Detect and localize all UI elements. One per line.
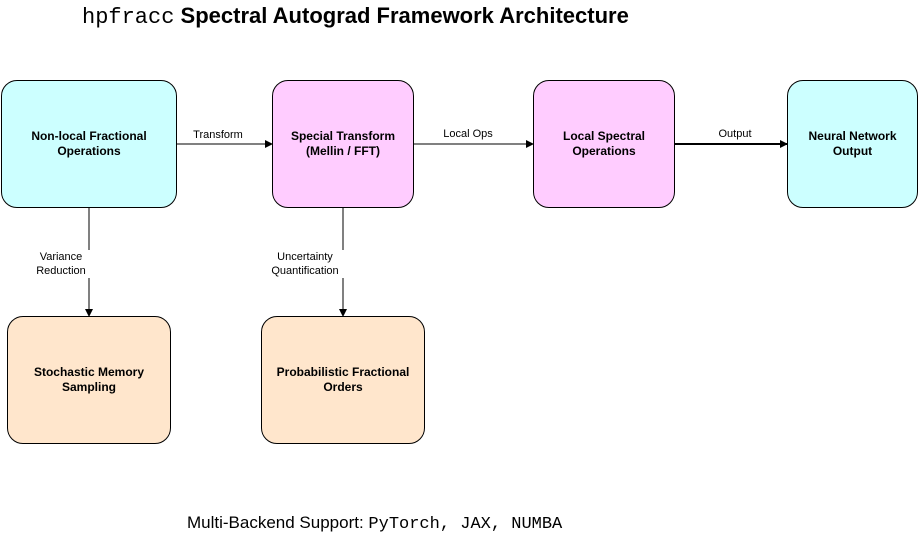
- edge-label-output: Output: [710, 127, 760, 141]
- node-nonlocal-fractional-operations: Non-local Fractional Operations: [1, 80, 177, 208]
- edge-label-uncertainty-quantification: Uncertainty Quantification: [264, 250, 346, 278]
- node-neural-network-output: Neural Network Output: [787, 80, 918, 208]
- backend-support-prefix: Multi-Backend Support:: [187, 513, 369, 532]
- node-probabilistic-fractional-orders: Probabilistic Fractional Orders: [261, 316, 425, 444]
- node-label: Non-local Fractional Operations: [31, 129, 147, 158]
- edge-label-variance-reduction: Variance Reduction: [31, 250, 91, 278]
- node-label: Special Transform (Mellin / FFT): [290, 129, 396, 158]
- node-special-transform: Special Transform (Mellin / FFT): [272, 80, 414, 208]
- node-label: Local Spectral Operations: [562, 129, 646, 158]
- backend-support-note: Multi-Backend Support: PyTorch, JAX, NUM…: [187, 512, 562, 536]
- edge-label-local-ops: Local Ops: [438, 127, 498, 141]
- node-stochastic-memory-sampling: Stochastic Memory Sampling: [7, 316, 171, 444]
- title-prefix: hpfracc: [82, 5, 175, 30]
- backend-list: PyTorch, JAX, NUMBA: [368, 515, 563, 534]
- edge-label-transform: Transform: [188, 128, 248, 142]
- node-label: Neural Network Output: [808, 129, 897, 158]
- title-main: Spectral Autograd Framework Architecture: [180, 3, 629, 28]
- node-local-spectral-operations: Local Spectral Operations: [533, 80, 675, 208]
- diagram-title: hpfracc Spectral Autograd Framework Arch…: [82, 2, 629, 30]
- node-label: Stochastic Memory Sampling: [33, 365, 145, 394]
- node-label: Probabilistic Fractional Orders: [276, 365, 410, 394]
